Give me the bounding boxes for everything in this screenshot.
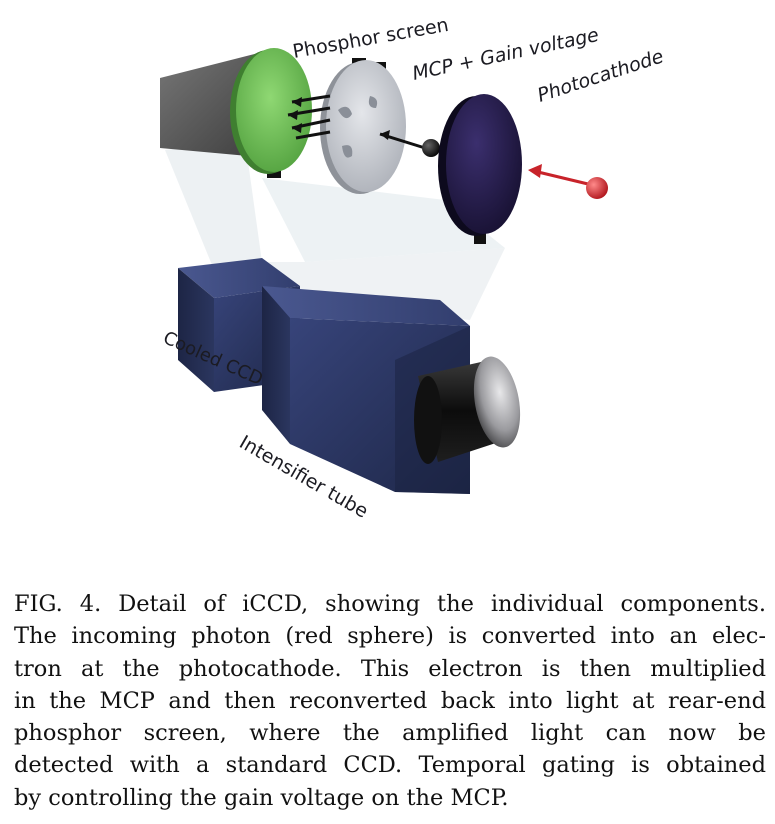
electron-paths — [287, 94, 426, 150]
caption-line: FIG. 4. Detail of iCCD, showing the indi… — [14, 591, 766, 617]
phosphor-screen — [230, 48, 312, 178]
electron-sphere — [422, 139, 440, 157]
caption-line: tron at the photocathode. This electron … — [14, 655, 766, 682]
photon-sphere — [586, 177, 608, 199]
mcp-plate — [320, 58, 406, 194]
photocathode-disc — [438, 94, 522, 244]
caption-line: detected with a standard CCD. Temporal g… — [14, 752, 766, 779]
iccd-diagram: Phosphor screen MCP + Gain voltage Photo… — [160, 14, 666, 523]
lens — [414, 356, 521, 464]
label-phosphor-screen: Phosphor screen — [291, 14, 450, 63]
caption-line: phosphor screen, where the amplified lig… — [14, 720, 766, 747]
caption-line: by controlling the gain voltage on the M… — [14, 784, 509, 811]
figure-caption: FIG. 4. Detail of iCCD, showing the indi… — [14, 588, 766, 814]
caption-line: in the MCP and then reconverted back int… — [14, 687, 766, 714]
caption-line: The incoming photon (red sphere) is conv… — [14, 623, 766, 650]
photon — [528, 164, 608, 199]
